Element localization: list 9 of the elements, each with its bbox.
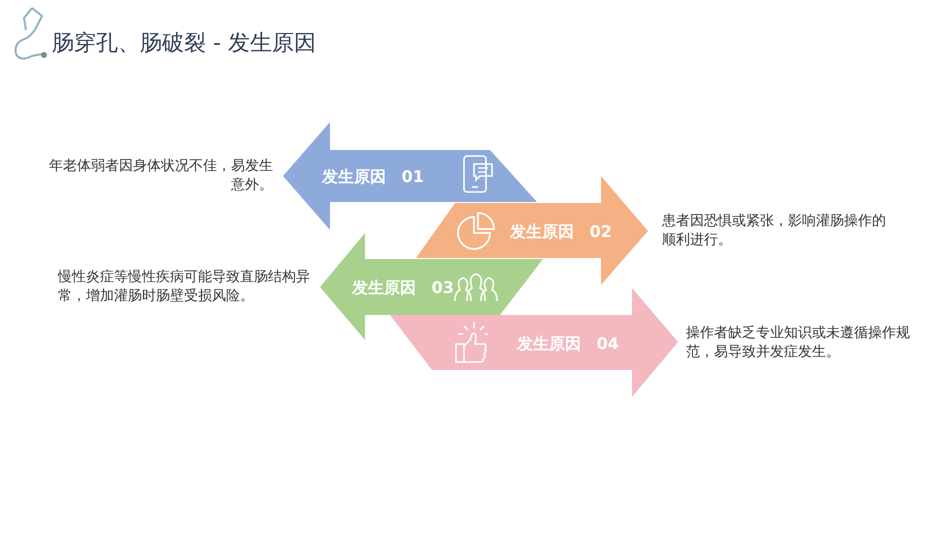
arrow-label: 发生原因 03	[352, 278, 454, 298]
description-text: 年老体弱者因身体状况不佳，易发生意外。	[48, 157, 273, 195]
description-text: 操作者缺乏专业知识或未遵循操作规范，易导致并发症发生。	[686, 324, 911, 362]
page-title: 肠穿孔、肠破裂 - 发生原因	[52, 30, 316, 58]
arrow-label: 发生原因 02	[510, 222, 612, 242]
arrow-label: 发生原因 01	[322, 167, 424, 187]
description-text: 患者因恐惧或紧张，影响灌肠操作的顺利进行。	[662, 212, 887, 250]
description-text: 慢性炎症等慢性疾病可能导致直肠结构异常，增加灌肠时肠壁受损风险。	[58, 268, 311, 306]
arrow-label: 发生原因 04	[517, 334, 619, 354]
